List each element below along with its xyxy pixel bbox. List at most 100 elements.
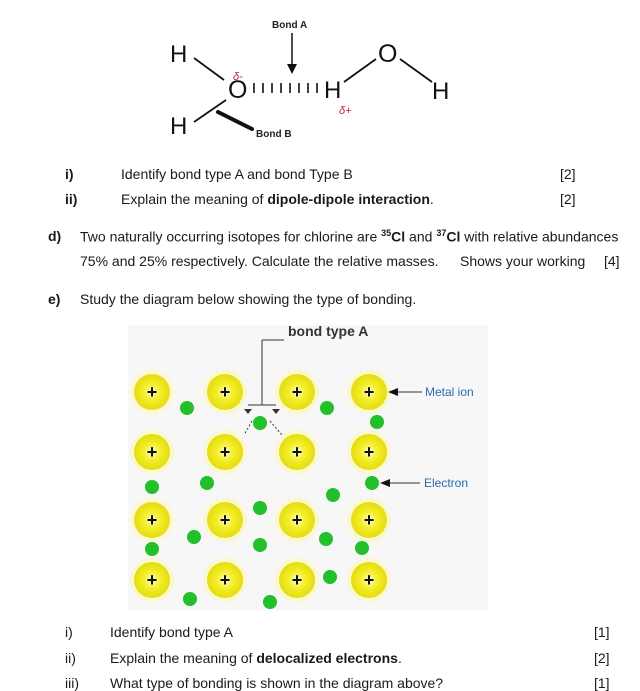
d-line2: 75% and 25% respectively. Calculate the …	[80, 253, 439, 269]
electron	[355, 541, 369, 555]
svg-text:+: +	[364, 570, 375, 590]
c-q1-marks: [2]	[560, 166, 576, 182]
svg-text:+: +	[147, 442, 158, 462]
e-q3-text: What type of bonding is shown in the dia…	[110, 675, 444, 691]
e-q2-marks: [2]	[594, 650, 610, 666]
metal-ion: +	[130, 370, 174, 414]
c-q1-text: Identify bond type A and bond Type B	[121, 166, 353, 182]
term-delocalized-electrons: delocalized electrons	[256, 650, 398, 666]
metal-ion: +	[275, 430, 319, 474]
metal-ion: +	[203, 370, 247, 414]
e-q1-marks: [1]	[594, 624, 610, 640]
e-q2-text: Explain the meaning of delocalized elect…	[110, 650, 402, 666]
electron	[323, 570, 337, 584]
electron-arrow-head	[380, 479, 390, 487]
svg-text:+: +	[364, 382, 375, 402]
d-line2-working: Shows your working	[460, 253, 586, 269]
metal-ion: +	[130, 430, 174, 474]
attraction-dash-left	[243, 420, 253, 436]
d-line1: Two naturally occurring isotopes for chl…	[80, 228, 619, 245]
svg-text:+: +	[220, 442, 231, 462]
electron	[253, 501, 267, 515]
metal-ion: +	[130, 498, 174, 542]
svg-text:+: +	[364, 510, 375, 530]
electron	[365, 476, 379, 490]
water-hydrogen-bond-diagram: Bond A H O δ- H Bond B H δ+ O H	[170, 20, 449, 140]
metal-ion: +	[347, 558, 391, 602]
bond-a-label: Bond A	[272, 20, 307, 31]
svg-text:+: +	[220, 510, 231, 530]
electron	[370, 415, 384, 429]
metal-ion: +	[275, 498, 319, 542]
svg-text:+: +	[220, 570, 231, 590]
electron-label: Electron	[424, 476, 468, 490]
electron	[200, 476, 214, 490]
metal-ion-arrow-head	[388, 388, 398, 396]
metal-ions: + + + + + + + + + + + + + + + +	[130, 370, 391, 602]
bond-b-line	[216, 110, 254, 131]
callout-tick-right	[272, 409, 280, 414]
delta-plus-label: δ+	[339, 105, 352, 117]
electrons	[145, 401, 384, 609]
hydrogen-bond-dashes	[253, 83, 318, 93]
atom-o-right: O	[378, 40, 397, 68]
bond-a-arrow-head	[287, 64, 297, 74]
electron	[253, 416, 267, 430]
callout-tick-left	[244, 409, 252, 414]
metal-ion: +	[275, 370, 319, 414]
electron	[145, 480, 159, 494]
bond-o-h-bottom	[193, 99, 227, 123]
svg-text:+: +	[292, 570, 303, 590]
atom-h-right: H	[432, 78, 449, 105]
electron	[187, 530, 201, 544]
e-q1-number: i)	[65, 624, 73, 640]
metal-ion: +	[130, 558, 174, 602]
c-q2-number: ii)	[65, 191, 78, 207]
c-q2-marks: [2]	[560, 191, 576, 207]
electron	[326, 488, 340, 502]
electron	[145, 542, 159, 556]
term-dipole-dipole: dipole-dipole interaction	[267, 191, 430, 207]
d-marks: [4]	[604, 253, 620, 269]
metal-ion: +	[347, 370, 391, 414]
atom-o-left: O	[228, 76, 247, 104]
e-number: e)	[48, 291, 61, 307]
e-q3-number: iii)	[65, 675, 79, 691]
metal-ion: +	[203, 498, 247, 542]
e-q1-text: Identify bond type A	[110, 624, 233, 640]
bond-o-h-top	[193, 57, 225, 81]
atom-h-top-left: H	[170, 41, 187, 68]
metal-ion: +	[347, 430, 391, 474]
electron	[183, 592, 197, 606]
bond-h-o-right	[343, 58, 377, 83]
svg-text:+: +	[292, 510, 303, 530]
attraction-dash-right	[269, 420, 283, 436]
atom-h-bottom-left: H	[170, 113, 187, 140]
bond-o-h-right	[399, 58, 433, 83]
metal-ion-label: Metal ion	[425, 385, 474, 399]
electron	[319, 532, 333, 546]
bond-type-a-label: bond type A	[288, 323, 368, 339]
electron	[180, 401, 194, 415]
svg-text:+: +	[147, 382, 158, 402]
electron	[320, 401, 334, 415]
metal-ion: +	[275, 558, 319, 602]
svg-text:+: +	[147, 510, 158, 530]
electron	[253, 538, 267, 552]
svg-text:+: +	[292, 382, 303, 402]
delta-minus-label: δ-	[233, 71, 243, 83]
electron	[263, 595, 277, 609]
c-q1-number: i)	[65, 166, 74, 182]
bond-b-label: Bond B	[256, 129, 292, 140]
svg-text:+: +	[364, 442, 375, 462]
atom-h-middle: H	[324, 77, 341, 104]
e-q2-number: ii)	[65, 650, 76, 666]
svg-text:+: +	[220, 382, 231, 402]
e-text: Study the diagram below showing the type…	[80, 291, 417, 307]
metal-ion: +	[203, 558, 247, 602]
metal-ion: +	[203, 430, 247, 474]
svg-text:+: +	[147, 570, 158, 590]
metal-ion: +	[347, 498, 391, 542]
e-q3-marks: [1]	[594, 675, 610, 691]
d-number: d)	[48, 228, 62, 244]
